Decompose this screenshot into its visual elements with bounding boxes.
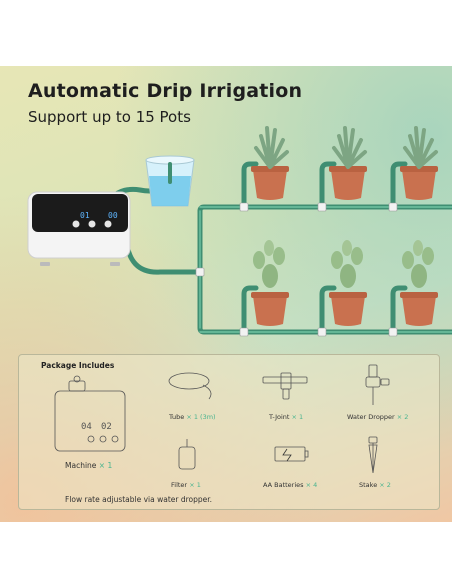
item-filter: Filter × 1 bbox=[171, 481, 201, 489]
product-poster: Automatic Drip Irrigation Support up to … bbox=[0, 66, 452, 522]
item-tube: Tube × 1 (3m) bbox=[169, 413, 216, 421]
stake-icon bbox=[368, 436, 378, 474]
package-title: Package Includes bbox=[41, 361, 115, 370]
filter-icon bbox=[178, 439, 196, 470]
water-dropper-icon bbox=[365, 364, 390, 405]
pot-row-bottom bbox=[251, 240, 438, 326]
machine-display-left: 01 bbox=[80, 211, 90, 220]
item-water-dropper: Water Dropper × 2 bbox=[347, 413, 409, 421]
item-aa-batteries: AA Batteries × 4 bbox=[263, 481, 318, 489]
item-stake: Stake × 2 bbox=[359, 481, 391, 489]
irrigation-machine: 01 00 bbox=[27, 191, 131, 266]
package-machine-display-right: 02 bbox=[101, 422, 112, 432]
flow-rate-note: Flow rate adjustable via water dropper. bbox=[65, 495, 213, 504]
machine-display-right: 00 bbox=[108, 211, 118, 220]
plant-pot bbox=[329, 240, 367, 326]
page-title: Automatic Drip Irrigation bbox=[28, 80, 303, 102]
package-illustrations: 04 02 bbox=[54, 364, 390, 474]
plant-pot bbox=[251, 126, 289, 200]
page-subtitle: Support up to 15 Pots bbox=[28, 108, 191, 126]
package-panel: Package Includes 04 02 bbox=[18, 354, 440, 510]
item-machine: Machine × 1 bbox=[65, 461, 113, 470]
tube-coil-icon bbox=[168, 372, 212, 400]
plant-pot bbox=[400, 126, 438, 200]
item-t-joint: T-Joint × 1 bbox=[269, 413, 304, 421]
irrigation-scene: 01 00 bbox=[27, 126, 452, 337]
t-joint-icon bbox=[262, 372, 308, 400]
plant-pot bbox=[329, 126, 367, 200]
pot-row-top bbox=[251, 126, 438, 200]
plant-pot bbox=[251, 240, 289, 326]
battery-icon bbox=[274, 446, 309, 462]
water-bucket bbox=[145, 155, 195, 207]
plant-pot bbox=[400, 240, 438, 326]
package-machine-display-left: 04 bbox=[81, 422, 92, 432]
tube-joints bbox=[195, 202, 398, 337]
machine-outline-icon: 04 02 bbox=[54, 375, 126, 452]
